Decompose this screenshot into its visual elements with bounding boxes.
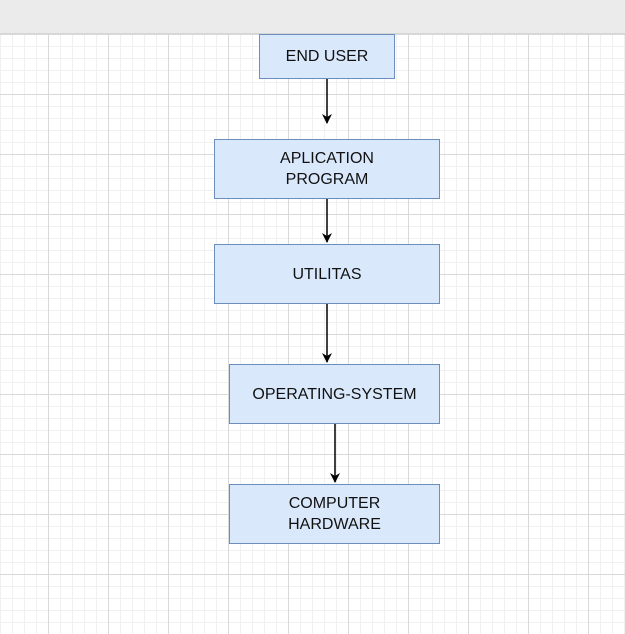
node-utilitas-label: UTILITAS (292, 265, 362, 283)
toolbar-strip (0, 0, 625, 34)
node-operating-system[interactable]: OPERATING-SYSTEM (229, 364, 440, 424)
node-computer-hardware[interactable]: COMPUTER HARDWARE (229, 484, 440, 544)
node-computer-hardware-label: COMPUTER HARDWARE (288, 495, 381, 533)
node-end-user-label: END USER (285, 48, 369, 65)
node-utilitas[interactable]: UTILITAS (214, 244, 440, 304)
node-end-user[interactable]: END USER (259, 34, 395, 79)
node-application-program[interactable]: APLICATION PROGRAM (214, 139, 440, 199)
node-application-program-label: APLICATION PROGRAM (280, 150, 374, 188)
node-operating-system-label: OPERATING-SYSTEM (252, 385, 417, 403)
